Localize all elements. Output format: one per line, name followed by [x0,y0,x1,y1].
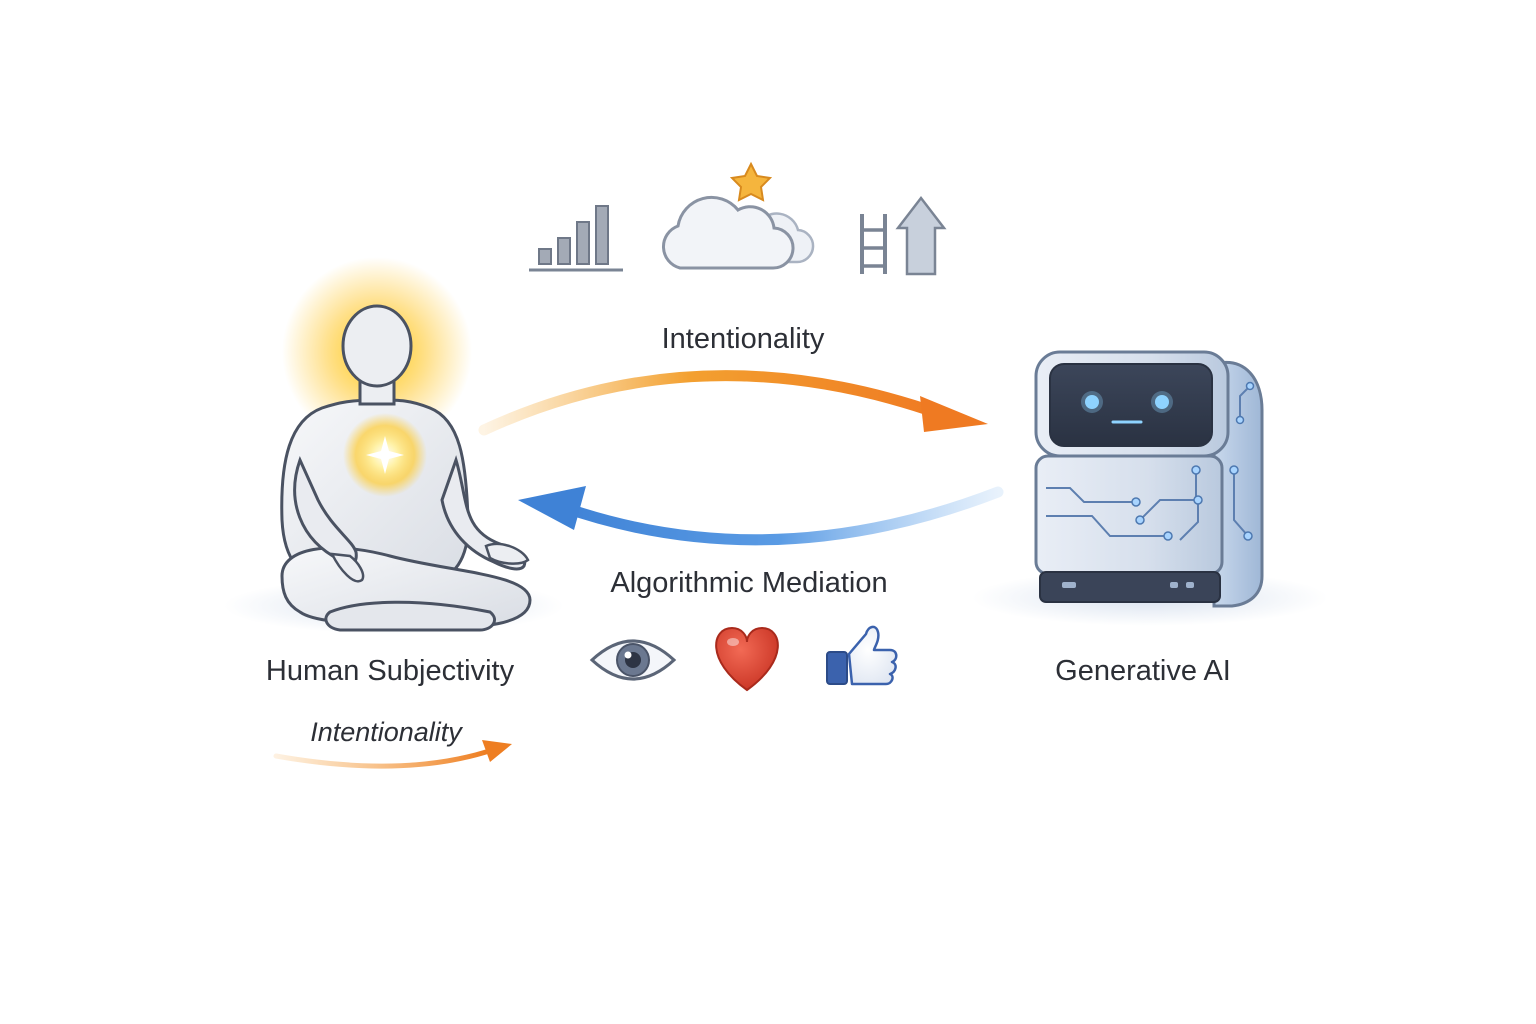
ladder-arrow-icon [860,195,947,276]
heart-icon [715,626,779,692]
bar-chart-icon [529,205,623,272]
ai-label: Generative AI [1055,655,1231,687]
thumbs-up-icon [826,625,898,686]
human-small-orange-arrow [273,740,512,769]
orange-arrow [478,370,988,436]
eye-icon [589,639,677,681]
human-figure [224,257,564,634]
top-arrow-label: Intentionality [662,323,825,355]
robot-figure [972,350,1328,626]
human-sub-label: Intentionality [310,717,463,747]
human-label: Human Subjectivity [266,655,515,687]
cloud-star-icon [661,161,815,270]
bottom-arrow-label: Algorithmic Mediation [610,567,887,599]
blue-arrow [518,486,1004,546]
circuit-pattern [1046,385,1251,541]
